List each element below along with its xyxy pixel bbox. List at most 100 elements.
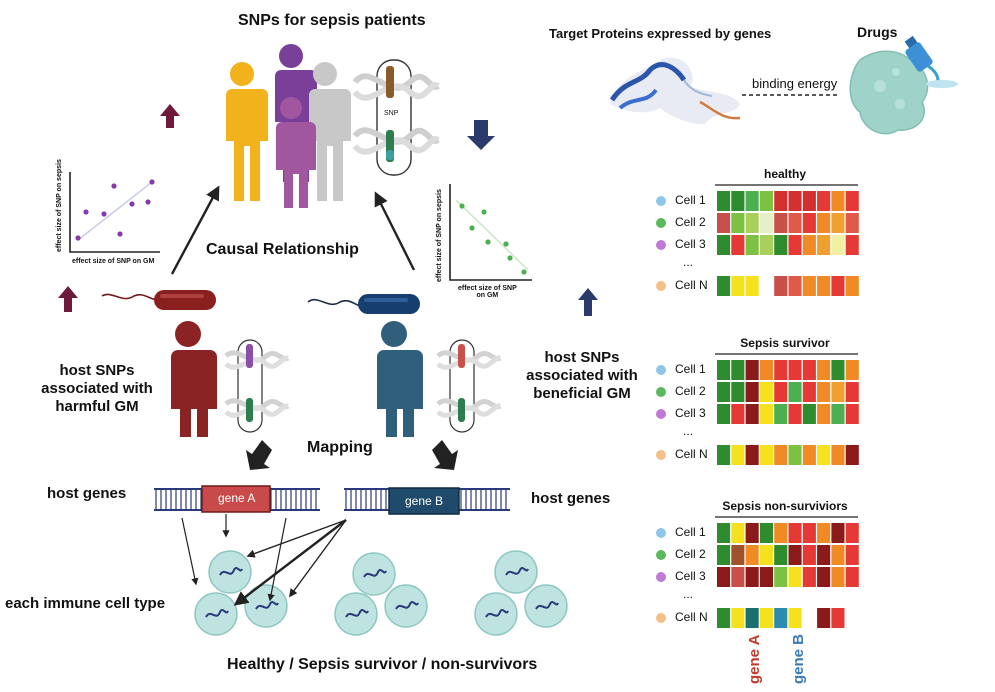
- cell-row-label: Cell N: [675, 610, 708, 624]
- immune-cell-icon: [208, 550, 252, 594]
- heatmap-cell: [817, 545, 831, 565]
- beneficial-snps-line-1: host SNPs: [544, 349, 620, 366]
- heatmap-cell: [831, 545, 845, 565]
- beneficial-bacterium-icon: [307, 294, 420, 314]
- heatmap-cell: [788, 235, 802, 255]
- heatmap-cell: [788, 213, 802, 233]
- harmful-snps-line-1: host SNPs: [59, 362, 135, 379]
- host-genes-right-label: host genes: [531, 490, 611, 507]
- heatmap-cell: [788, 445, 802, 465]
- cell-dot-icon: [656, 409, 666, 419]
- heatmap-cell: [774, 191, 788, 211]
- heatmap-cell: [759, 235, 773, 255]
- heatmap-cell: [817, 191, 831, 211]
- drug-molecule-icon: [849, 50, 929, 135]
- heatmap-cell: [802, 545, 816, 565]
- heatmap-cell: [745, 567, 759, 587]
- heatmap-cell: [759, 545, 773, 565]
- cell-row-label: Cell 1: [675, 193, 706, 207]
- scatter-right-xlabel: effect size of SNP on GM: [458, 285, 517, 299]
- harmful-host-person-icon: [166, 321, 217, 437]
- scatter-left-point: [145, 199, 151, 205]
- gene-a-arrow-3: [267, 517, 287, 602]
- scatter-left: [69, 172, 160, 253]
- immune-cell-icon: [524, 584, 568, 628]
- heatmap-cell: [845, 445, 859, 465]
- snp-tag: SNP: [384, 110, 399, 117]
- heatmap-cell: [845, 276, 859, 296]
- cell-dot-icon: [656, 550, 666, 560]
- heatmap-cell: [802, 567, 816, 587]
- heatmap-cell: [745, 382, 759, 402]
- cell-row-label: Cell 3: [675, 569, 706, 583]
- heatmap-cell: [717, 445, 731, 465]
- heatmap-ellipsis: ...: [683, 255, 694, 269]
- heatmap-cell: [802, 360, 816, 380]
- heatmap-cell: [731, 523, 745, 543]
- cell-row-label: Cell N: [675, 278, 708, 292]
- heatmap-cell: [845, 545, 859, 565]
- heatmap-cell: [845, 191, 859, 211]
- heatmap-cell: [817, 608, 831, 628]
- heatmap-cell: [831, 213, 845, 233]
- heatmap-cell: [745, 360, 759, 380]
- heatmap-cell: [774, 276, 788, 296]
- heatmap-cell: [717, 404, 731, 424]
- immune-cell-icon: [352, 552, 396, 596]
- heatmap-cell: [845, 235, 859, 255]
- heatmap-cell: [831, 235, 845, 255]
- target-proteins-title: Target Proteins expressed by genes: [549, 26, 772, 41]
- scatter-right: [449, 184, 532, 281]
- heatmap-cell: [717, 235, 731, 255]
- dna-snp-icon: [352, 59, 440, 176]
- cell-dot-icon: [656, 365, 666, 375]
- gene-a-strand: [154, 485, 320, 513]
- scatter-right-point: [507, 255, 513, 261]
- scatter-right-point: [503, 241, 509, 247]
- heatmap-cell: [759, 213, 773, 233]
- scatter-left-ylabel: effect size of SNP on sepsis: [56, 159, 63, 252]
- causal-arrow-left: [170, 185, 220, 275]
- heatmap-cell: [845, 360, 859, 380]
- heatmap-cell: [802, 523, 816, 543]
- heatmap-cell: [745, 235, 759, 255]
- immune-cell-label: each immune cell type: [5, 595, 166, 612]
- immune-cell-icon: [244, 584, 288, 628]
- heatmap-cell: [788, 404, 802, 424]
- heatmap-cell: [717, 191, 731, 211]
- cell-dot-icon: [656, 528, 666, 538]
- heatmap-cell: [759, 382, 773, 402]
- cell-dot-icon: [656, 613, 666, 623]
- heatmap-cell: [774, 523, 788, 543]
- heatmap-cell: [774, 404, 788, 424]
- beneficial-snps-label: host SNPs associated with beneficial GM: [512, 349, 652, 403]
- immune-cell-icon: [494, 550, 538, 594]
- heatmap-cell: [731, 445, 745, 465]
- heatmap-cell: [717, 276, 731, 296]
- up-arrow-harmful-icon: [58, 286, 78, 312]
- cell-dot-icon: [656, 387, 666, 397]
- heatmap-cell: [831, 276, 845, 296]
- heatmap-cell: [788, 191, 802, 211]
- heatmap-cell: [845, 404, 859, 424]
- heatmap-cell: [817, 445, 831, 465]
- cell-row-label: Cell 1: [675, 362, 706, 376]
- mapping-label: Mapping: [307, 439, 373, 456]
- beneficial-snps-line-3: beneficial GM: [533, 385, 631, 402]
- scatter-left-xlabel: effect size of SNP on GM: [72, 258, 155, 265]
- heatmap-cell: [731, 382, 745, 402]
- scatter-left-point: [149, 179, 155, 185]
- host-genes-left-label: host genes: [47, 485, 127, 502]
- heatmap-cell: [745, 404, 759, 424]
- cell-row-label: Cell 3: [675, 406, 706, 420]
- heatmap-cell: [717, 360, 731, 380]
- heatmap-cell: [717, 567, 731, 587]
- heatmap-cell: [845, 213, 859, 233]
- scatter-right-xlabel-line-2: on GM: [476, 292, 499, 299]
- down-arrow-top-icon: [467, 120, 495, 150]
- harmful-snps-label: host SNPs associated with harmful GM: [22, 362, 172, 416]
- heatmap-cell: [831, 191, 845, 211]
- cell-row-label: Cell 1: [675, 525, 706, 539]
